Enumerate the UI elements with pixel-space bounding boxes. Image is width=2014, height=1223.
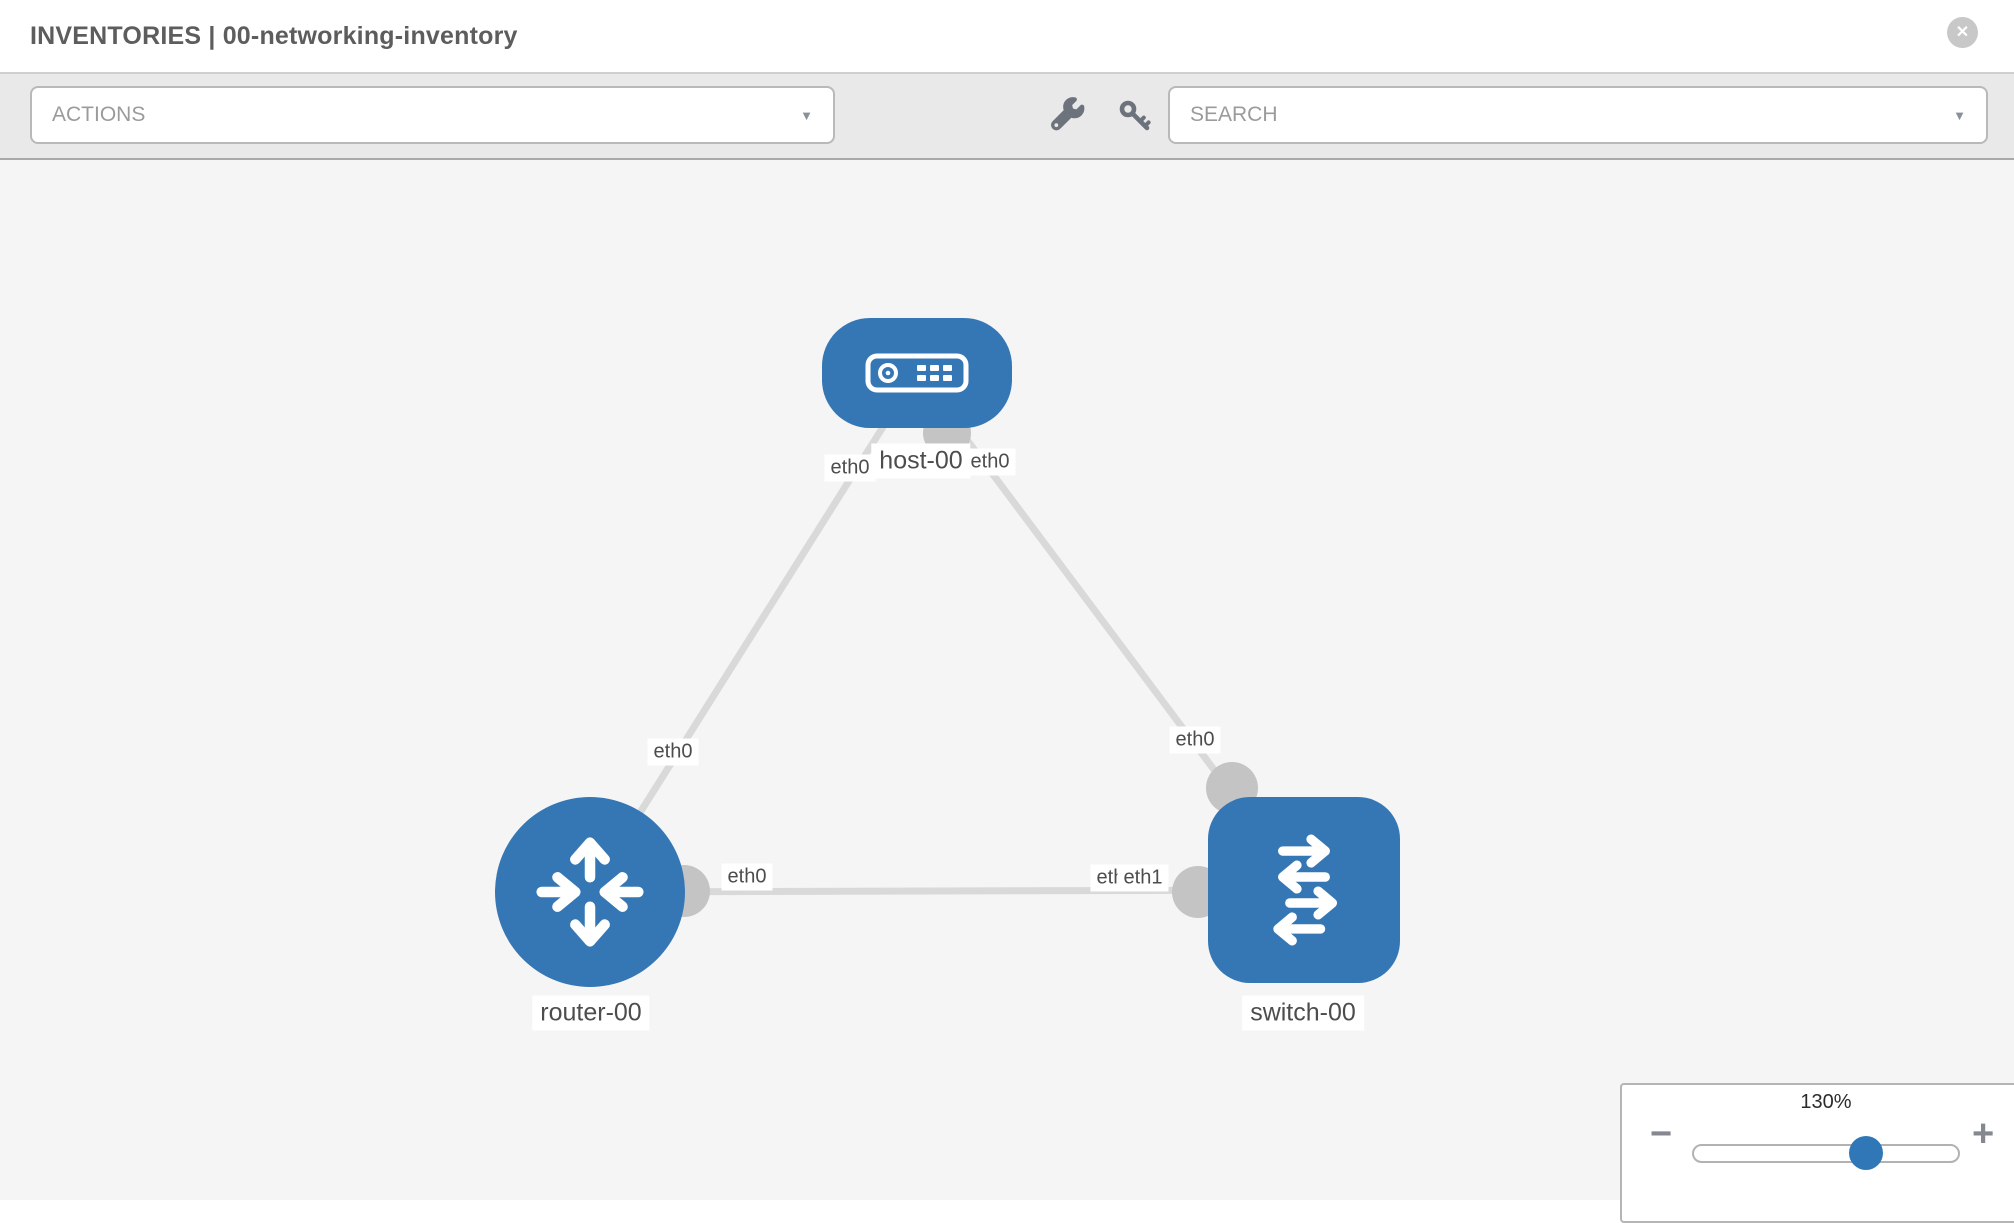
topology-canvas-background bbox=[0, 160, 2014, 1200]
node-host-00[interactable] bbox=[822, 318, 1012, 428]
node-label-switch-00: switch-00 bbox=[1242, 995, 1364, 1031]
interface-label: eth0 bbox=[1169, 726, 1221, 754]
interface-label: eth0 bbox=[964, 448, 1016, 476]
switch-icon bbox=[1273, 834, 1338, 946]
node-label-host-00: host-00 bbox=[871, 443, 971, 479]
app-header: INVENTORIES | 00-networking-inventory ✕ bbox=[0, 0, 2014, 74]
chevron-down-icon: ▼ bbox=[1953, 107, 1966, 123]
actions-dropdown-label: ACTIONS bbox=[52, 103, 146, 126]
zoom-out-button[interactable]: − bbox=[1650, 1115, 1672, 1153]
actions-dropdown[interactable]: ACTIONS ▼ bbox=[30, 86, 835, 144]
close-button[interactable]: ✕ bbox=[1947, 17, 1978, 48]
toolbar: ACTIONS ▼ SEARCH ▼ bbox=[0, 74, 2014, 160]
node-router-00[interactable] bbox=[495, 797, 685, 987]
key-icon bbox=[1119, 100, 1151, 131]
search-dropdown-label: SEARCH bbox=[1190, 103, 1278, 126]
host-icon bbox=[865, 353, 969, 393]
plus-icon: + bbox=[1972, 1113, 1995, 1155]
zoom-panel: 130% − + bbox=[1620, 1083, 2014, 1223]
interface-label: eth0 bbox=[647, 738, 699, 766]
interface-label: eth1 bbox=[1117, 864, 1169, 892]
page-title: INVENTORIES | 00-networking-inventory bbox=[30, 21, 518, 50]
chevron-down-icon: ▼ bbox=[800, 107, 813, 123]
credentials-button[interactable] bbox=[1113, 88, 1157, 144]
interface-label: eth0 bbox=[824, 454, 876, 482]
zoom-in-button[interactable]: + bbox=[1972, 1115, 1994, 1153]
router-icon bbox=[536, 837, 644, 947]
minus-icon: − bbox=[1650, 1113, 1673, 1155]
zoom-level-value: 130% bbox=[1800, 1091, 1852, 1113]
node-switch-00[interactable] bbox=[1208, 797, 1400, 983]
search-dropdown[interactable]: SEARCH ▼ bbox=[1168, 86, 1988, 144]
wrench-icon bbox=[1051, 97, 1085, 131]
zoom-slider-track[interactable] bbox=[1692, 1144, 1960, 1163]
close-icon: ✕ bbox=[1955, 23, 1970, 41]
node-label-router-00: router-00 bbox=[532, 995, 650, 1031]
configure-button[interactable] bbox=[1045, 88, 1089, 144]
interface-label: eth0 bbox=[721, 863, 773, 891]
zoom-slider-thumb[interactable] bbox=[1849, 1136, 1884, 1170]
